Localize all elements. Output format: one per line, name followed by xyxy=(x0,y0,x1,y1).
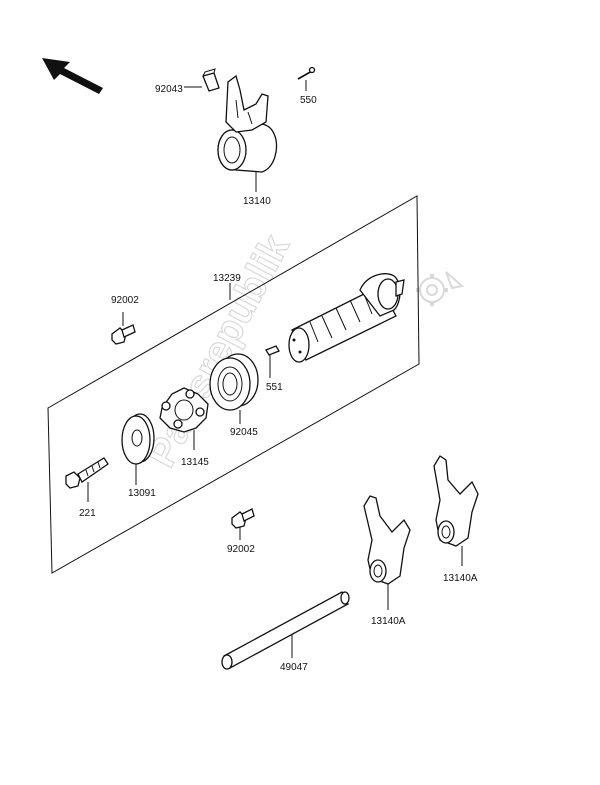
part-13140-fork xyxy=(217,74,278,192)
label-13239: 13239 xyxy=(213,273,241,284)
part-13140A-fork-right xyxy=(433,455,479,566)
part-221-bolt xyxy=(65,457,109,502)
label-92002-bottom: 92002 xyxy=(227,544,255,555)
gear-icon xyxy=(416,271,465,306)
label-13091: 13091 xyxy=(128,488,156,499)
part-49047-shaft xyxy=(221,591,350,670)
assembly-frame xyxy=(47,195,420,574)
label-221: 221 xyxy=(79,508,96,519)
label-92043: 92043 xyxy=(155,84,183,95)
part-13239-shift-drum xyxy=(229,273,405,363)
part-92045-bearing xyxy=(209,353,259,424)
label-550: 550 xyxy=(300,95,317,106)
part-92002-bolt-bottom xyxy=(231,508,255,540)
part-551-pin xyxy=(265,345,280,378)
part-550-pin xyxy=(297,66,316,91)
part-13140A-fork-left xyxy=(363,495,411,610)
label-13140A-right: 13140A xyxy=(443,573,478,584)
label-92002-top: 92002 xyxy=(111,295,139,306)
arrow-up-left-icon xyxy=(42,58,103,94)
part-92002-bolt-top xyxy=(111,312,136,345)
label-92045: 92045 xyxy=(230,427,258,438)
part-13091-plate xyxy=(121,413,155,485)
part-13145-cam xyxy=(159,387,209,450)
label-13145: 13145 xyxy=(181,457,209,468)
label-49047: 49047 xyxy=(280,662,308,673)
part-92043-pin xyxy=(184,68,220,92)
label-551: 551 xyxy=(266,382,283,393)
label-13140A-left: 13140A xyxy=(371,616,406,627)
label-13140: 13140 xyxy=(243,196,271,207)
